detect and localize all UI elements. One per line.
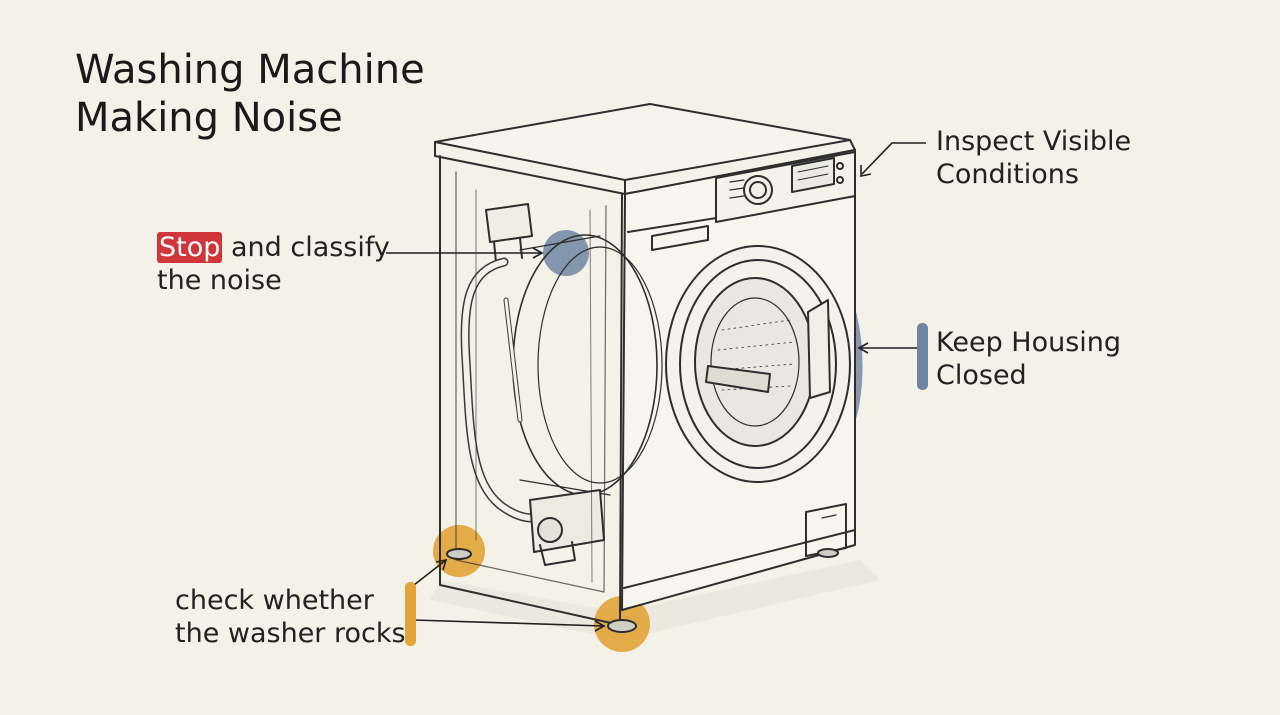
stop-callout-rest: and classify [222, 232, 390, 263]
pump-highlight [543, 230, 589, 276]
rocks-callout-line-1: check whether [175, 585, 374, 616]
floor-shadow [430, 560, 880, 640]
rocks-callout: check whether the washer rocks [175, 584, 406, 650]
stop-leader-arrowhead [532, 247, 544, 259]
inspect-leader-line [861, 142, 926, 175]
rocks-leader-line-front [413, 619, 604, 627]
stop-callout-line-2: the noise [157, 265, 282, 296]
callout-leaders [386, 142, 926, 632]
diagram-title: Washing Machine Making Noise [75, 46, 425, 142]
rocks-marker-bar [405, 582, 416, 646]
stop-callout-line-1: Stop and classify [157, 231, 390, 264]
housing-callout-line-2: Closed [936, 360, 1027, 391]
inspect-leader-arrowhead [860, 165, 872, 177]
inspect-callout-line-1: Inspect Visible [936, 126, 1132, 157]
housing-callout: Keep Housing Closed [936, 326, 1121, 392]
rocks-leader-arrowhead-front [594, 620, 606, 632]
inspect-callout: Inspect Visible Conditions [936, 125, 1131, 191]
title-line-2: Making Noise [75, 95, 343, 141]
stop-badge: Stop [157, 232, 223, 263]
stop-callout: Stop and classify the noise [157, 231, 390, 297]
rocks-leader-arrowhead-rear [435, 558, 448, 571]
housing-leader-arrowhead [857, 342, 869, 354]
housing-callout-line-1: Keep Housing [936, 327, 1122, 358]
title-line-1: Washing Machine [75, 47, 425, 93]
housing-marker-bar [917, 323, 928, 390]
machine-outline [434, 103, 856, 633]
rocks-leader-line-rear [413, 559, 447, 586]
inspect-callout-line-2: Conditions [936, 159, 1079, 190]
rocks-callout-line-2: the washer rocks [175, 618, 406, 649]
